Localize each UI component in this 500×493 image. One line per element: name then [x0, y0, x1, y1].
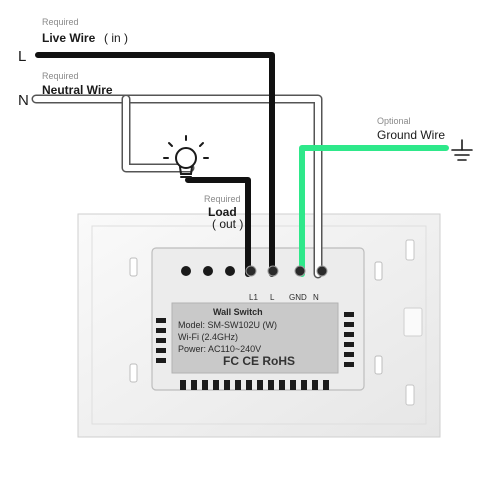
connected-terminal-screws — [245, 265, 328, 277]
nameplate-model: Model: SM-SW102U (W) — [178, 320, 277, 330]
nameplate-power: Power: AC110~240V — [178, 344, 261, 354]
nameplate-background — [171, 302, 339, 374]
ground-wire-optional: Optional — [377, 116, 411, 126]
live-terminal-letter: L — [18, 48, 26, 65]
unused-terminal-screws — [181, 266, 235, 276]
live-wire — [35, 52, 275, 277]
right-vent-slots — [344, 312, 354, 367]
live-wire-required: Required — [42, 17, 79, 27]
bottom-vent-slots — [180, 380, 329, 390]
ground-wire-label: Ground Wire — [377, 128, 445, 142]
live-wire-label: Live Wire — [42, 31, 96, 45]
ground-wire — [299, 145, 449, 277]
neutral-wire-label: Neutral Wire — [42, 83, 113, 97]
ground-symbol-icon — [451, 139, 473, 161]
neutral-wire — [31, 94, 323, 279]
nameplate-wifi: Wi-Fi (2.4GHz) — [178, 332, 238, 342]
terminal-label-gnd: GND — [289, 293, 307, 302]
neutral-wire-required: Required — [42, 71, 79, 81]
load-wire — [185, 177, 251, 277]
certification-marks: FC CE RoHS — [223, 354, 295, 368]
live-wire-note: ( in ) — [104, 31, 128, 45]
switch-module — [151, 247, 365, 391]
terminal-label-l1: L1 — [249, 293, 258, 302]
left-vent-slots — [156, 318, 166, 363]
terminal-label-l: L — [270, 293, 275, 302]
load-wire-note: ( out ) — [212, 217, 243, 231]
light-bulb-icon — [163, 135, 209, 178]
load-wire-label: Load — [208, 205, 237, 219]
neutral-terminal-letter: N — [18, 92, 29, 109]
nameplate-title: Wall Switch — [213, 307, 263, 317]
load-wire-required: Required — [204, 194, 241, 204]
terminal-label-n: N — [313, 293, 319, 302]
